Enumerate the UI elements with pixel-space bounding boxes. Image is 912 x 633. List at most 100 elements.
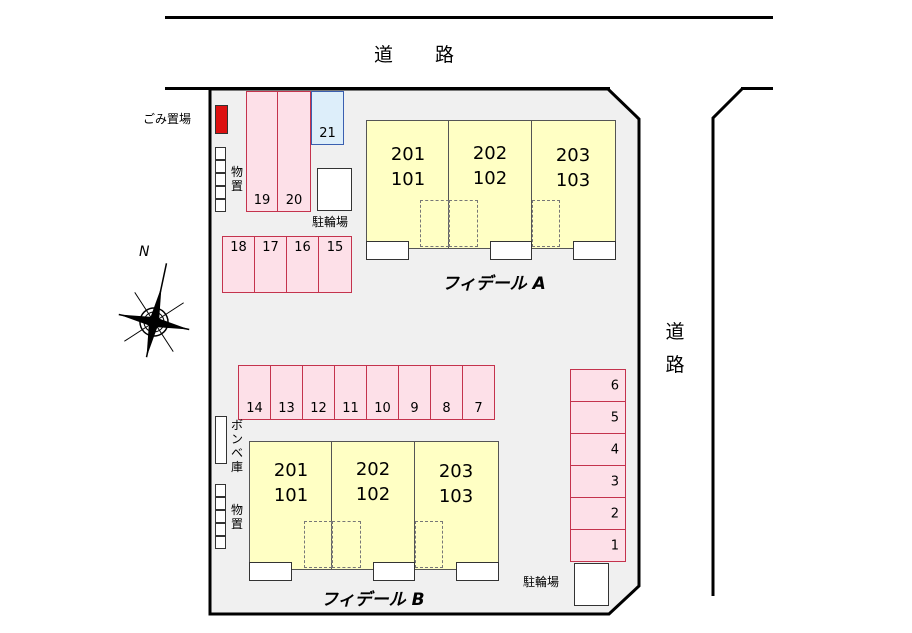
- parking-space-4[interactable]: 4: [570, 433, 626, 466]
- storage-label: 物置: [230, 165, 243, 193]
- top-road-line-upper: [165, 16, 773, 19]
- parking-space-8[interactable]: 8: [430, 365, 463, 420]
- top-road-line-lower-right: [741, 87, 773, 90]
- unit-upper-number: 202: [472, 143, 508, 164]
- unit-box: [373, 562, 415, 581]
- parking-number: 3: [610, 474, 619, 489]
- parking-space-18[interactable]: 18: [222, 236, 255, 293]
- parking-number: 20: [285, 193, 303, 208]
- parking-number: 6: [610, 378, 619, 393]
- parking-space-5[interactable]: 5: [570, 401, 626, 434]
- gas-cylinder-label: ボンベ庫: [230, 418, 243, 474]
- parking-number: 10: [374, 401, 391, 416]
- entrance-porch: [532, 200, 560, 247]
- parking-space-2[interactable]: 2: [570, 497, 626, 530]
- parking-space-16[interactable]: 16: [286, 236, 319, 293]
- parking-number: 7: [474, 401, 483, 416]
- building-b: [249, 441, 499, 570]
- unit-box: [573, 241, 616, 260]
- parking-space-19[interactable]: 19: [246, 91, 278, 212]
- building-b-name: フィデール B: [321, 590, 425, 610]
- parking-space-11[interactable]: 11: [334, 365, 367, 420]
- top-road-label: 道 路: [374, 44, 473, 66]
- unit-box: [249, 562, 292, 581]
- parking-number: 15: [326, 240, 344, 255]
- right-road-edge: [711, 86, 745, 596]
- entrance-porch: [304, 521, 332, 568]
- unit-upper-number: 203: [438, 461, 474, 482]
- bike-parking-label: 駐輪場: [523, 575, 560, 589]
- parking-number: 16: [294, 240, 311, 255]
- parking-number: 4: [610, 442, 619, 457]
- storage-cell: [215, 484, 226, 497]
- parking-space-13[interactable]: 13: [270, 365, 303, 420]
- storage-cell: [215, 160, 226, 173]
- entrance-porch: [415, 521, 443, 568]
- storage-cell: [215, 173, 226, 186]
- trash-area: [215, 105, 228, 134]
- parking-number: 17: [262, 240, 279, 255]
- unit-upper-number: 201: [390, 144, 426, 165]
- entrance-porch: [420, 200, 449, 247]
- unit-box: [366, 241, 409, 260]
- entrance-porch: [449, 200, 478, 247]
- unit-lower-number: 102: [472, 168, 508, 189]
- compass-north-label: N: [139, 244, 150, 260]
- parking-space-3[interactable]: 3: [570, 465, 626, 498]
- storage-cell: [215, 510, 226, 523]
- unit-divider: [531, 120, 532, 249]
- parking-number: 2: [610, 506, 619, 521]
- unit-upper-number: 201: [273, 460, 309, 481]
- parking-number: 21: [319, 126, 336, 141]
- storage-label: 物置: [230, 503, 243, 531]
- parking-number: 11: [342, 401, 359, 416]
- parking-space-12[interactable]: 12: [302, 365, 335, 420]
- unit-upper-number: 202: [355, 459, 391, 480]
- storage-cell: [215, 186, 226, 199]
- bike-parking-box: [574, 563, 609, 606]
- parking-space-6[interactable]: 6: [570, 369, 626, 402]
- unit-divider: [414, 441, 415, 570]
- building-a-name: フィデール A: [442, 274, 546, 294]
- parking-number: 18: [230, 240, 247, 255]
- bike-parking-box: [317, 168, 352, 211]
- gas-cylinder-storage: [215, 416, 227, 464]
- storage-cell: [215, 536, 226, 549]
- unit-upper-number: 203: [555, 145, 591, 166]
- parking-number: 19: [253, 193, 271, 208]
- unit-lower-number: 101: [273, 485, 309, 506]
- unit-box: [490, 241, 532, 260]
- parking-space-17[interactable]: 17: [254, 236, 287, 293]
- parking-space-1[interactable]: 1: [570, 529, 626, 562]
- storage-cell: [215, 497, 226, 510]
- parking-number: 14: [246, 401, 263, 416]
- unit-box: [456, 562, 499, 581]
- parking-space-21[interactable]: 21: [311, 91, 344, 145]
- entrance-porch: [332, 521, 361, 568]
- unit-lower-number: 101: [390, 169, 426, 190]
- parking-space-15[interactable]: 15: [318, 236, 352, 293]
- parking-number: 5: [610, 410, 619, 425]
- parking-space-7[interactable]: 7: [462, 365, 495, 420]
- parking-number: 8: [442, 401, 451, 416]
- parking-number: 12: [310, 401, 327, 416]
- parking-space-10[interactable]: 10: [366, 365, 399, 420]
- unit-divider: [448, 120, 449, 249]
- parking-number: 1: [610, 538, 619, 553]
- right-road-label: 道路: [665, 321, 685, 376]
- parking-space-14[interactable]: 14: [238, 365, 271, 420]
- parking-space-9[interactable]: 9: [398, 365, 431, 420]
- storage-cell: [215, 523, 226, 536]
- storage-cell: [215, 147, 226, 160]
- parking-number: 13: [278, 401, 295, 416]
- parking-space-20[interactable]: 20: [277, 91, 311, 212]
- compass-icon: [118, 263, 190, 358]
- unit-lower-number: 102: [355, 484, 391, 505]
- bike-parking-label: 駐輪場: [312, 215, 349, 229]
- building-a: [366, 120, 616, 249]
- unit-lower-number: 103: [438, 486, 474, 507]
- storage-cell: [215, 199, 226, 212]
- trash-area-label: ごみ置場: [143, 112, 192, 126]
- unit-divider: [331, 441, 332, 570]
- parking-number: 9: [410, 401, 419, 416]
